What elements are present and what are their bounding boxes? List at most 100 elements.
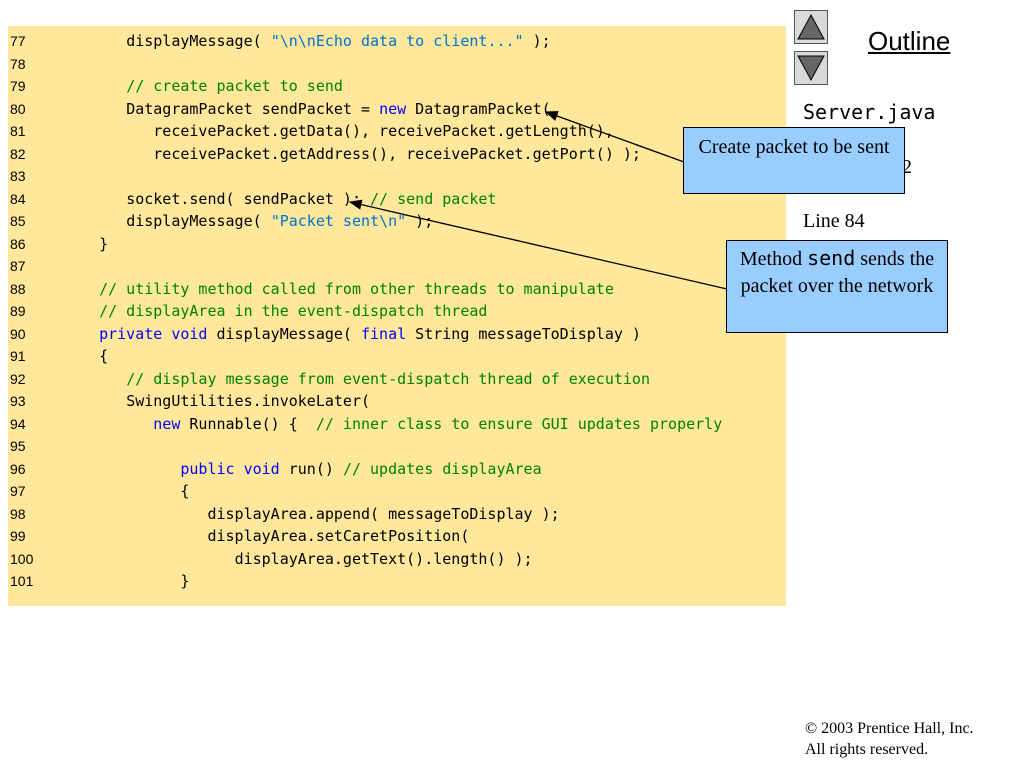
line-number: 81 (10, 123, 26, 139)
line-number: 89 (10, 303, 26, 319)
line-number: 101 (10, 573, 34, 589)
code-token: "Packet sent\n" (270, 212, 407, 230)
code-token: displayArea.getText().length() ); (234, 549, 533, 568)
code-token: // displayArea in the event-dispatch thr… (99, 302, 488, 320)
code-line: 80 DatagramPacket sendPacket = new Datag… (8, 98, 551, 120)
callout-create-packet-text: Create packet to be sent (698, 136, 890, 158)
callout-send-text-after: sends the packet over the network (740, 248, 935, 297)
copyright-line-2: All rights reserved. (805, 741, 929, 758)
code-line: 88 // utility method called from other t… (8, 278, 614, 300)
code-token: displayMessage( (207, 324, 361, 343)
code-token: } (180, 572, 190, 590)
code-line: 81 receivePacket.getData(), receivePacke… (8, 120, 614, 142)
code-token: // updates displayArea (342, 459, 542, 478)
line-number: 85 (10, 213, 26, 229)
code-line: 100 displayArea.getText().length() ); (8, 548, 533, 570)
line-number: 94 (10, 415, 26, 432)
code-token: socket.send( sendPacket ); (126, 189, 371, 208)
code-token: new (379, 99, 407, 118)
outline-link[interactable]: Outline (868, 26, 951, 56)
code-line: 87 (8, 255, 72, 277)
line-number: 82 (10, 145, 26, 162)
line-number: 86 (10, 235, 26, 252)
line-number: 78 (10, 55, 26, 72)
callout-send-method: Method send sends the packet over the ne… (726, 240, 948, 333)
code-token: // utility method called from other thre… (99, 279, 614, 298)
code-line: 96 public void run() // updates displayA… (8, 458, 542, 480)
code-line: 79 // create packet to send (8, 75, 343, 97)
code-token: displayArea.append( messageToDisplay ); (207, 504, 560, 523)
triangle-down-icon (797, 55, 825, 82)
code-line: 90 private void displayMessage( final St… (8, 323, 641, 345)
code-token: void (243, 459, 280, 478)
code-line: 97 { (8, 480, 189, 502)
previous-slide-button[interactable] (794, 10, 828, 44)
code-line: 83 (8, 165, 72, 187)
line-number: 77 (10, 33, 26, 49)
code-line: 92 // display message from event-dispatc… (8, 368, 650, 390)
code-listing: 77 displayMessage( "\n\nEcho data to cli… (8, 26, 786, 606)
code-token: // send packet (370, 189, 497, 208)
line-number: 87 (10, 258, 26, 274)
line-number: 92 (10, 370, 26, 387)
code-line: 99 displayArea.setCaretPosition( (8, 525, 469, 547)
code-line: 95 (8, 435, 72, 457)
line-number: 100 (10, 550, 34, 567)
line-number: 98 (10, 505, 26, 522)
line-reference-partial: 2 (902, 156, 912, 178)
file-name: Server.java (803, 100, 936, 124)
triangle-up-icon (797, 13, 825, 40)
line-reference: Line 84 (803, 210, 865, 232)
code-line: 101 } (8, 570, 189, 592)
line-number: 84 (10, 190, 26, 207)
code-token: { (180, 482, 190, 500)
copyright-notice: © 2003 Prentice Hall, Inc. All rights re… (805, 718, 974, 760)
code-token: void (171, 324, 208, 343)
code-line: 82 receivePacket.getAddress(), receivePa… (8, 143, 641, 165)
line-number: 79 (10, 78, 26, 94)
code-token: "\n\nEcho data to client..." (270, 32, 524, 50)
line-number: 90 (10, 325, 26, 342)
next-slide-button[interactable] (794, 51, 828, 85)
code-token: ); (406, 212, 434, 230)
line-number: 88 (10, 280, 26, 297)
code-line: 78 (8, 53, 72, 75)
code-token: // create packet to send (126, 77, 343, 95)
code-line: 86 } (8, 233, 108, 255)
code-token: private (99, 324, 163, 343)
line-number: 96 (10, 460, 26, 477)
code-line: 84 socket.send( sendPacket ); // send pa… (8, 188, 496, 210)
code-line: 89 // displayArea in the event-dispatch … (8, 300, 487, 322)
line-number: 80 (10, 100, 26, 117)
code-line: 91 { (8, 345, 108, 367)
code-token: final (361, 324, 407, 343)
code-token: displayMessage( (126, 212, 271, 230)
code-token: run() (279, 459, 343, 478)
code-token: ); (523, 32, 551, 50)
code-token: new (153, 414, 181, 433)
callout-2-arrow (348, 199, 728, 290)
callout-1-arrow (544, 111, 685, 163)
code-line: 77 displayMessage( "\n\nEcho data to cli… (8, 30, 551, 52)
code-token: DatagramPacket sendPacket = (126, 99, 380, 118)
code-line: 85 displayMessage( "Packet sent\n" ); (8, 210, 433, 232)
code-token: receivePacket.getAddress(), receivePacke… (153, 144, 641, 163)
code-line: 98 displayArea.append( messageToDisplay … (8, 503, 560, 525)
code-token: receivePacket.getData(), receivePacket.g… (153, 122, 614, 140)
code-token: // inner class to ensure GUI updates pro… (315, 414, 723, 433)
code-token: Runnable() { (180, 414, 316, 433)
callout-create-packet: Create packet to be sent (683, 127, 905, 194)
code-token: displayMessage( (126, 32, 271, 50)
code-token: { (99, 347, 109, 365)
code-token: // display message from event-dispatch t… (126, 369, 650, 388)
line-number: 95 (10, 438, 26, 454)
code-token: } (99, 234, 109, 253)
copyright-symbol: © (805, 720, 818, 737)
code-token: public (180, 459, 235, 478)
code-token: DatagramPacket( (406, 99, 551, 118)
line-number: 83 (10, 168, 26, 184)
code-token: displayArea.setCaretPosition( (207, 527, 470, 545)
code-token: SwingUtilities.invokeLater( (126, 392, 371, 410)
callout-send-text-before: Method (739, 248, 808, 270)
